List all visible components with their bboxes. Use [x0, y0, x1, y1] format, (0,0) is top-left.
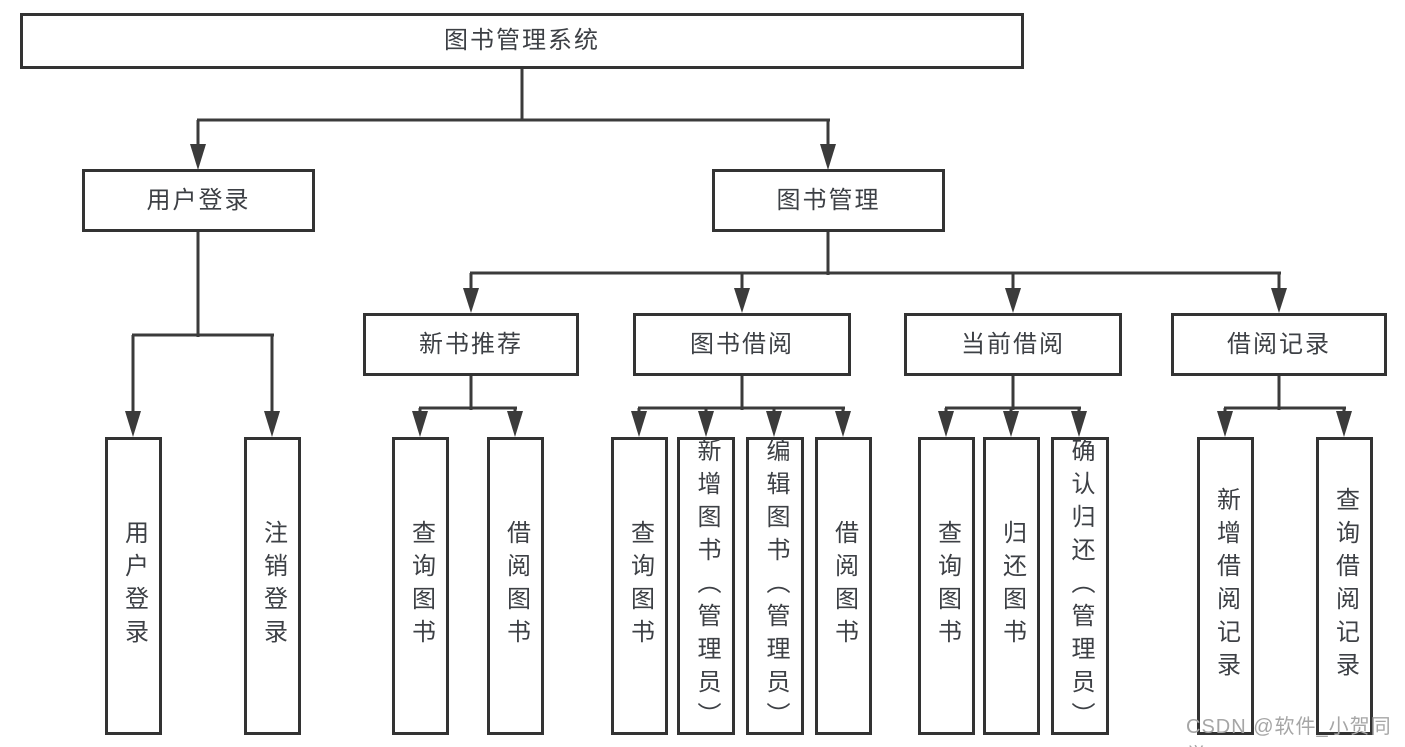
watermark: CSDN @软件_小贺同学 — [1186, 716, 1392, 747]
leaf-borrow-books-borrow-label: 借阅图书 — [830, 520, 858, 652]
leaf-borrow-books-recommend-label: 借阅图书 — [502, 520, 530, 652]
root-node: 图书管理系统 — [20, 13, 1024, 69]
node-book-management: 图书管理 — [712, 169, 945, 232]
arrow-down-icon — [463, 288, 479, 313]
node-current-borrow: 当前借阅 — [904, 313, 1122, 376]
root-to-level2-connector — [190, 69, 836, 170]
arrow-down-icon — [835, 411, 851, 437]
node-book-management-label: 图书管理 — [776, 186, 881, 214]
arrow-down-icon — [412, 411, 428, 437]
leaf-add-book-admin-label: 新增图书（管理员） — [693, 437, 720, 735]
arrow-down-icon — [1003, 411, 1019, 437]
node-user-login: 用户登录 — [82, 169, 315, 232]
node-book-borrow-label: 图书借阅 — [690, 330, 794, 358]
arrow-down-icon — [125, 411, 141, 437]
leaf-add-book-admin: 新增图书（管理员） — [677, 437, 735, 735]
node-new-book-recommend-label: 新书推荐 — [419, 330, 523, 358]
node-book-borrow: 图书借阅 — [633, 313, 851, 376]
leaf-query-books-current: 查询图书 — [918, 437, 975, 735]
leaf-query-books-borrow: 查询图书 — [611, 437, 668, 735]
arrow-down-icon — [698, 411, 714, 437]
borrow-records-subtree-connector — [1217, 376, 1352, 437]
leaf-borrow-books-recommend: 借阅图书 — [487, 437, 544, 735]
arrow-down-icon — [820, 144, 836, 170]
current-borrow-subtree-connector — [938, 376, 1087, 437]
arrow-down-icon — [507, 411, 523, 437]
arrow-down-icon — [734, 288, 750, 313]
leaf-edit-book-admin: 编辑图书（管理员） — [746, 437, 804, 735]
leaf-user-login-label: 用户登录 — [120, 520, 148, 652]
book-management-to-level3-connector — [463, 232, 1287, 313]
arrow-down-icon — [1271, 288, 1287, 313]
leaf-query-borrow-record-label: 查询借阅记录 — [1331, 487, 1359, 685]
leaf-query-books-borrow-label: 查询图书 — [626, 520, 654, 652]
leaf-user-login: 用户登录 — [105, 437, 162, 735]
leaf-return-book-label: 归还图书 — [998, 520, 1026, 652]
leaf-add-borrow-record: 新增借阅记录 — [1197, 437, 1254, 735]
leaf-logout-label: 注销登录 — [259, 520, 287, 652]
arrow-down-icon — [1336, 411, 1352, 437]
leaf-confirm-return-admin-label: 确认归还（管理员） — [1067, 437, 1094, 735]
new-book-recommend-subtree-connector — [412, 376, 523, 437]
node-new-book-recommend: 新书推荐 — [363, 313, 579, 376]
leaf-add-borrow-record-label: 新增借阅记录 — [1212, 487, 1240, 685]
arrow-down-icon — [1217, 411, 1233, 437]
arrow-down-icon — [766, 411, 782, 437]
node-current-borrow-label: 当前借阅 — [961, 330, 1065, 358]
node-user-login-label: 用户登录 — [146, 186, 251, 214]
arrow-down-icon — [938, 411, 954, 437]
arrow-down-icon — [190, 144, 206, 170]
root-node-label: 图书管理系统 — [444, 27, 600, 54]
leaf-query-books-recommend-label: 查询图书 — [407, 520, 435, 652]
leaf-return-book: 归还图书 — [983, 437, 1040, 735]
leaf-logout: 注销登录 — [244, 437, 301, 735]
leaf-confirm-return-admin: 确认归还（管理员） — [1051, 437, 1109, 735]
leaf-query-books-recommend: 查询图书 — [392, 437, 449, 735]
node-borrow-records: 借阅记录 — [1171, 313, 1387, 376]
leaf-query-books-current-label: 查询图书 — [933, 520, 961, 652]
book-borrow-subtree-connector — [631, 376, 851, 437]
leaf-edit-book-admin-label: 编辑图书（管理员） — [762, 437, 789, 735]
arrow-down-icon — [1071, 411, 1087, 437]
arrow-down-icon — [1005, 288, 1021, 313]
leaf-borrow-books-borrow: 借阅图书 — [815, 437, 872, 735]
leaf-query-borrow-record: 查询借阅记录 — [1316, 437, 1373, 735]
user-login-subtree-connector — [125, 232, 280, 437]
arrow-down-icon — [264, 411, 280, 437]
node-borrow-records-label: 借阅记录 — [1227, 330, 1331, 358]
arrow-down-icon — [631, 411, 647, 437]
